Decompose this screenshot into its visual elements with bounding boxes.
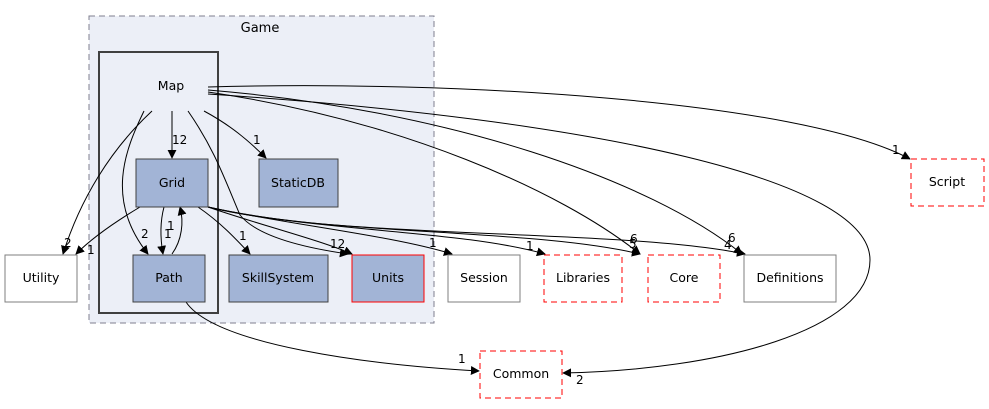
edge-label-grid-libraries: 1 bbox=[526, 239, 534, 253]
edge-map-script bbox=[207, 85, 911, 160]
node-definitions[interactable]: Definitions bbox=[743, 254, 837, 303]
node-common[interactable]: Common bbox=[479, 350, 563, 399]
node-utility-label: Utility bbox=[23, 270, 60, 285]
edge-label-path-common: 1 bbox=[458, 352, 466, 366]
edge-grid-definitions bbox=[207, 206, 746, 257]
edges bbox=[61, 85, 911, 378]
edge-label-path-grid: 1 bbox=[167, 219, 175, 233]
edge-label-grid-skillsystem: 1 bbox=[239, 229, 247, 243]
node-script-label: Script bbox=[929, 174, 965, 189]
node-staticdb-label: StaticDB bbox=[271, 175, 325, 190]
node-core[interactable]: Core bbox=[647, 254, 721, 303]
edge-label-grid-definitions: 4 bbox=[724, 238, 732, 252]
edge-path-common bbox=[185, 301, 480, 376]
node-skillsystem-label: SkillSystem bbox=[242, 270, 314, 285]
node-utility[interactable]: Utility bbox=[4, 254, 78, 303]
edge-label-map-path: 2 bbox=[141, 227, 149, 241]
edge-map-staticdb bbox=[203, 110, 267, 159]
node-units[interactable]: Units bbox=[351, 254, 425, 303]
edge-label-grid-utility: 1 bbox=[87, 243, 95, 257]
edge-grid-units bbox=[207, 206, 353, 255]
node-core-label: Core bbox=[670, 270, 699, 285]
node-units-label: Units bbox=[372, 270, 404, 285]
node-staticdb[interactable]: StaticDB bbox=[258, 158, 339, 208]
edge-label-map-utility: 2 bbox=[64, 236, 72, 250]
node-libraries[interactable]: Libraries bbox=[543, 254, 623, 303]
node-skillsystem[interactable]: SkillSystem bbox=[228, 254, 329, 303]
edge-label-grid-session: 1 bbox=[429, 236, 437, 250]
edge-label-grid-units: 12 bbox=[330, 237, 345, 251]
node-session-label: Session bbox=[460, 270, 508, 285]
edge-grid-skillsystem bbox=[197, 206, 251, 255]
edge-grid-path bbox=[157, 206, 167, 255]
edge-grid-utility bbox=[75, 206, 141, 255]
cluster-game-label: Game bbox=[241, 21, 280, 36]
edge-label-map-core: 6 bbox=[630, 232, 638, 246]
node-grid[interactable]: Grid bbox=[135, 158, 209, 208]
node-grid-label: Grid bbox=[159, 175, 185, 190]
edge-label-grid-path: 1 bbox=[164, 227, 172, 241]
node-path-label: Path bbox=[155, 270, 182, 285]
edge-label-map-script: 1 bbox=[892, 143, 900, 157]
edge-label-map-staticdb: 1 bbox=[253, 133, 261, 147]
cluster-map-label: Map bbox=[158, 78, 184, 93]
node-common-label: Common bbox=[493, 366, 549, 381]
node-definitions-label: Definitions bbox=[756, 270, 823, 285]
edge-map-path bbox=[121, 110, 149, 255]
edge-label-map-definitions: 6 bbox=[728, 231, 736, 245]
node-session[interactable]: Session bbox=[447, 254, 521, 303]
edge-map-units bbox=[187, 110, 349, 258]
edge-labels: 12 1 1 2 2 1 1 1 1 12 1 1 5 6 4 6 1 2 bbox=[64, 133, 900, 387]
edge-path-grid bbox=[171, 206, 187, 255]
node-path[interactable]: Path bbox=[132, 254, 206, 303]
edge-label-map-common: 2 bbox=[576, 373, 584, 387]
edge-map-common bbox=[207, 93, 871, 378]
edge-map-core bbox=[207, 91, 641, 255]
node-script[interactable]: Script bbox=[910, 158, 985, 207]
edge-label-map-grid: 12 bbox=[172, 133, 187, 147]
edge-label-grid-core: 5 bbox=[629, 237, 637, 251]
node-libraries-label: Libraries bbox=[556, 270, 610, 285]
